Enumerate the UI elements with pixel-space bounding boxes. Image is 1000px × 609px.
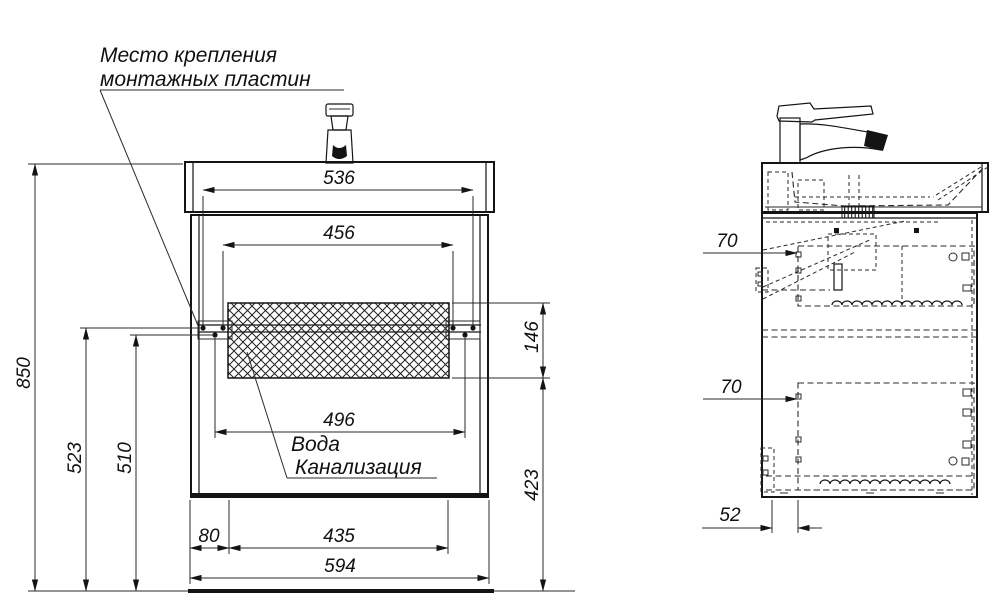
dim-text-height-total: 850 (14, 357, 35, 389)
fastener-mark (795, 295, 802, 302)
dim-text-plate-bottom-height: 510 (115, 442, 136, 474)
fastener-mark (762, 469, 769, 476)
side-dimensions: 70 70 52 (702, 231, 822, 533)
hinge-mark (948, 456, 958, 466)
label-water: Вода (291, 433, 340, 456)
hinge-mark (948, 252, 958, 262)
sink-hidden-lines (767, 166, 989, 219)
siphon-hidden (827, 233, 877, 271)
hinge-mark (962, 440, 972, 449)
fastener-mark (762, 455, 769, 462)
dim-text-overall-width: 594 (324, 556, 356, 577)
hidden-detail (932, 166, 982, 198)
drain-hose-hidden (762, 220, 906, 251)
screw-dot (200, 325, 206, 331)
faucet-side-column (779, 117, 801, 164)
faucet-side-spout-tip (864, 130, 888, 151)
screw-dot (450, 325, 456, 331)
faucet-front-neck (330, 115, 349, 131)
faucet-side (776, 102, 888, 164)
hinge-mark (962, 284, 972, 292)
dim-text-plate-top-height: 523 (65, 442, 86, 474)
drawer-slide-upper (831, 300, 963, 306)
front-dimensions: 536 456 496 80 435 594 850 523 510 146 4… (14, 163, 550, 592)
label-sewer: Канализация (295, 456, 422, 479)
hidden-detail (767, 171, 789, 211)
faucet-front-cap (325, 103, 354, 117)
fastener-mark (795, 267, 802, 274)
faucet-side-handle (776, 102, 874, 123)
dim-text-conn-zone-height: 146 (522, 321, 543, 353)
siphon-pipe (833, 263, 843, 291)
fastener-mark (795, 436, 802, 443)
front-view (28, 103, 575, 593)
sink-top-side (761, 162, 989, 213)
hinge-mark (961, 457, 970, 466)
lower-drawer-hidden (797, 382, 975, 491)
upper-drawer-hidden (797, 245, 975, 307)
cabinet-hidden-lines (755, 220, 977, 494)
faucet-front-spout-shadow (332, 145, 347, 159)
fastener-mark (757, 271, 763, 277)
note-line-1: Место крепления (100, 44, 277, 67)
screw-dot (212, 332, 218, 338)
hinge-mark (962, 388, 972, 397)
dim-text-drain-width: 435 (323, 526, 355, 547)
basin-profile-hidden (791, 167, 984, 207)
hinge-mark (962, 408, 972, 417)
drain-hose-hidden (762, 251, 856, 300)
dim-text-top-width: 536 (323, 168, 355, 189)
connection-zone-hatch (227, 302, 450, 379)
note-line-2: монтажных пластин (100, 68, 311, 91)
hidden-detail (797, 179, 825, 211)
callouts: Место крепления монтажных пластин Вода К… (99, 44, 437, 479)
water-leader-line (246, 351, 288, 479)
dim-text-screw-width: 456 (323, 223, 355, 244)
mounting-bracket-right (445, 320, 481, 340)
fastener-mark (795, 456, 802, 463)
hidden-detail (755, 267, 769, 293)
faucet-front (325, 103, 354, 164)
fastener-mark (914, 228, 919, 233)
screw-dot (462, 332, 468, 338)
screw-dot (470, 325, 476, 331)
dim-text-70-lower: 70 (720, 377, 742, 398)
dim-text-side-offset: 80 (198, 526, 220, 547)
fastener-mark (834, 228, 839, 233)
note-leader-line (99, 89, 200, 329)
side-view (755, 102, 989, 498)
hidden-detail (937, 166, 989, 201)
mounting-plate (197, 320, 481, 340)
hidden-detail (760, 447, 775, 493)
fastener-mark (757, 281, 763, 287)
drawer-slide-lower (819, 479, 951, 485)
dim-text-plate-width: 496 (323, 410, 355, 431)
dim-text-under-cabinet-height: 423 (522, 469, 543, 501)
drain-hose-hidden (762, 238, 873, 288)
screw-dot (220, 325, 226, 331)
dim-text-52: 52 (719, 505, 741, 526)
hinge-mark (961, 252, 970, 261)
dim-text-70-upper: 70 (716, 231, 738, 252)
sink-top-front (184, 161, 495, 213)
cabinet-side (761, 212, 978, 498)
